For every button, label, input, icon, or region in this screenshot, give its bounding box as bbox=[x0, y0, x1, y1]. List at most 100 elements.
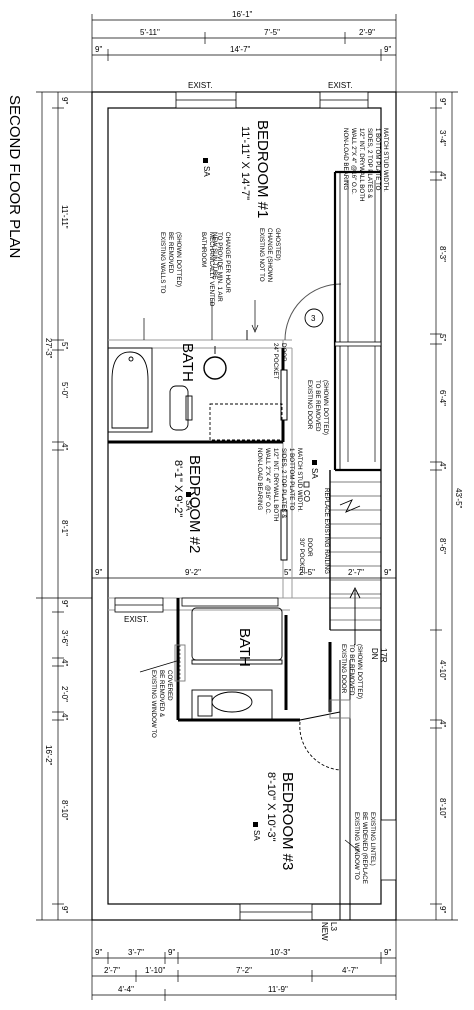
bedroom1-size: 11'-11" X 14'-7" bbox=[239, 126, 251, 200]
note-new-lintel: NEW L3 bbox=[320, 922, 338, 943]
bedroom1-name: BEDROOM #1 bbox=[254, 120, 271, 218]
dim-bot-3: 9" bbox=[168, 948, 175, 957]
dim-left-4: 5'-0" bbox=[60, 382, 69, 398]
note-nonload-wall-a: NON-LOAD BEARING WALL 2"X 4" @16" O.C. 1… bbox=[342, 128, 389, 203]
dim-right-10: 4" bbox=[438, 720, 447, 727]
dim-bot-10: 4'-4" bbox=[118, 985, 134, 994]
dim-top-f: 9" bbox=[384, 45, 391, 54]
dim-bot-9: 4'-7" bbox=[342, 966, 358, 975]
dim-mid-4: 2'-5" bbox=[299, 568, 315, 577]
bedroom3-sa-marker bbox=[253, 822, 258, 827]
dim-bot-4: 10'-3" bbox=[270, 948, 291, 957]
bedroom2-sa: SA bbox=[184, 500, 193, 511]
top-dimensions bbox=[91, 14, 397, 92]
ghosted-walls bbox=[108, 283, 380, 611]
pocket-doors bbox=[280, 369, 288, 561]
dim-top-b: 7'-5" bbox=[264, 28, 280, 37]
note-replace-railing: REPLACE EXISTING RAILING bbox=[323, 488, 330, 574]
dim-left-13: 9" bbox=[60, 906, 69, 913]
dim-right-2: 3'-4" bbox=[438, 130, 447, 146]
bath1-fixtures bbox=[107, 330, 283, 441]
note-window-widened: EXISTING WINDOW TO BE WIDENED (REPLACE E… bbox=[353, 812, 376, 886]
note-new-sun-tube: NEW SUN TUBE bbox=[211, 232, 218, 279]
dim-top-c: 2'-9" bbox=[359, 28, 375, 37]
note-existing-door-removed-b: EXISTING DOOR TO BE REMOVED (SHOWN DOTTE… bbox=[340, 644, 363, 699]
note-bath-vent: BATHROOM MECHANICALLY VENTED TO PROVIDE … bbox=[200, 232, 231, 308]
dim-right-11: 8'-10" bbox=[438, 798, 447, 819]
dim-bot-5: 9" bbox=[384, 948, 391, 957]
dim-right-12: 9" bbox=[438, 906, 447, 913]
dim-left-9: 4" bbox=[60, 659, 69, 666]
exist-label-3: EXIST. bbox=[124, 615, 148, 624]
bedroom1-sa-marker bbox=[203, 158, 208, 163]
corridor-sa: SA bbox=[310, 468, 319, 479]
corridor-sa-marker bbox=[312, 460, 317, 465]
dim-right-3: 4" bbox=[438, 172, 447, 179]
bedroom1-sa: SA bbox=[202, 166, 211, 177]
corridor-co-marker bbox=[303, 481, 310, 488]
dim-right-1: 9" bbox=[438, 98, 447, 105]
note-nonload-wall-b: NON-LOAD BEARING WALL 2"X 4" @16" O.C. 1… bbox=[256, 448, 303, 523]
note-stair-down: DN 17R bbox=[370, 648, 388, 663]
plan-title: SECOND FLOOR PLAN bbox=[6, 95, 23, 258]
dim-right-6: 6'-4" bbox=[438, 390, 447, 406]
dim-left-11: 4" bbox=[60, 713, 69, 720]
dim-right-9: 4'-10" bbox=[438, 660, 447, 681]
bedroom3-size: 8'-10" X 10'-3" bbox=[265, 772, 277, 842]
dim-mid-5: 2'-7" bbox=[348, 568, 364, 577]
callout-marker-number: 3 bbox=[311, 314, 316, 323]
bottom-dimensions bbox=[91, 920, 397, 1001]
dim-left-10: 2'-0" bbox=[60, 686, 69, 702]
dim-bot-2: 3'-7" bbox=[128, 948, 144, 957]
dim-left-8: 3'-6" bbox=[60, 630, 69, 646]
left-dimensions bbox=[36, 91, 92, 921]
dim-mid-1: 9" bbox=[95, 568, 102, 577]
dim-left-5: 4" bbox=[60, 443, 69, 450]
dim-mid-2: 9'-2" bbox=[185, 568, 201, 577]
dim-mid-6: 9" bbox=[384, 568, 391, 577]
windows bbox=[114, 91, 397, 921]
dim-left-6: 8'-1" bbox=[60, 520, 69, 536]
dim-right-5: 5" bbox=[438, 334, 447, 341]
dim-bot-11: 11'-9" bbox=[268, 985, 288, 994]
bath2-fixtures bbox=[174, 607, 283, 721]
dim-left-3: 5" bbox=[60, 342, 69, 349]
corridor-co: CO bbox=[302, 490, 311, 502]
dim-left-1: 9" bbox=[60, 97, 69, 104]
bedroom2-name: BEDROOM #2 bbox=[186, 455, 203, 553]
bedroom3-name: BEDROOM #3 bbox=[279, 772, 296, 870]
dim-bot-7: 1'-10" bbox=[145, 966, 166, 975]
dim-right-7: 4" bbox=[438, 462, 447, 469]
dim-left-7: 9" bbox=[60, 600, 69, 607]
bedroom3-sa: SA bbox=[252, 830, 261, 841]
note-existing-door-removed-a: EXISTING DOOR TO BE REMOVED (SHOWN DOTTE… bbox=[306, 380, 329, 435]
dim-bot-6: 2'-7" bbox=[104, 966, 120, 975]
bedroom2-sa-marker bbox=[186, 492, 191, 497]
leader-arrows bbox=[139, 300, 361, 853]
note-existing-walls-removed: EXISTING WALLS TO BE REMOVED (SHOWN DOTT… bbox=[159, 232, 182, 295]
right-dimensions bbox=[396, 91, 458, 921]
note-pocket-door-30: 30" POCKET DOOR bbox=[298, 538, 313, 576]
bedroom2-size: 8'-1" X 9'-2" bbox=[172, 460, 184, 517]
dim-left-total-2: 16'-2" bbox=[44, 745, 53, 766]
dim-left-total-1: 27'-3" bbox=[44, 338, 53, 359]
dim-right-total: 43'-5" bbox=[454, 488, 463, 509]
exist-label-2: EXIST. bbox=[328, 81, 352, 90]
dim-mid-3: 5" bbox=[284, 568, 291, 577]
exist-label-1: EXIST. bbox=[188, 81, 212, 90]
dim-right-4: 8'-3" bbox=[438, 246, 447, 262]
dim-left-2: 11'-11" bbox=[60, 205, 69, 229]
bath2-label: BATH bbox=[236, 628, 253, 667]
dim-bot-1: 9" bbox=[95, 948, 102, 957]
note-pocket-door-24: 24" POCKET DOOR bbox=[272, 343, 287, 381]
note-existing-not-change: EXISTING NOT TO CHANGE (SHOWN GHOSTED) bbox=[258, 228, 281, 284]
dim-bot-8: 7'-2" bbox=[236, 966, 252, 975]
dim-top-a: 5'-11" bbox=[140, 28, 160, 37]
dim-left-12: 8'-10" bbox=[60, 800, 69, 821]
note-window-covered: EXISTING WINDOW TO BE REMOVED & COVERED bbox=[150, 670, 173, 740]
dim-right-8: 8'-6" bbox=[438, 538, 447, 554]
callout-marker bbox=[304, 308, 324, 328]
dim-top-e: 14'-7" bbox=[230, 45, 251, 54]
bath1-label: BATH bbox=[179, 343, 196, 382]
